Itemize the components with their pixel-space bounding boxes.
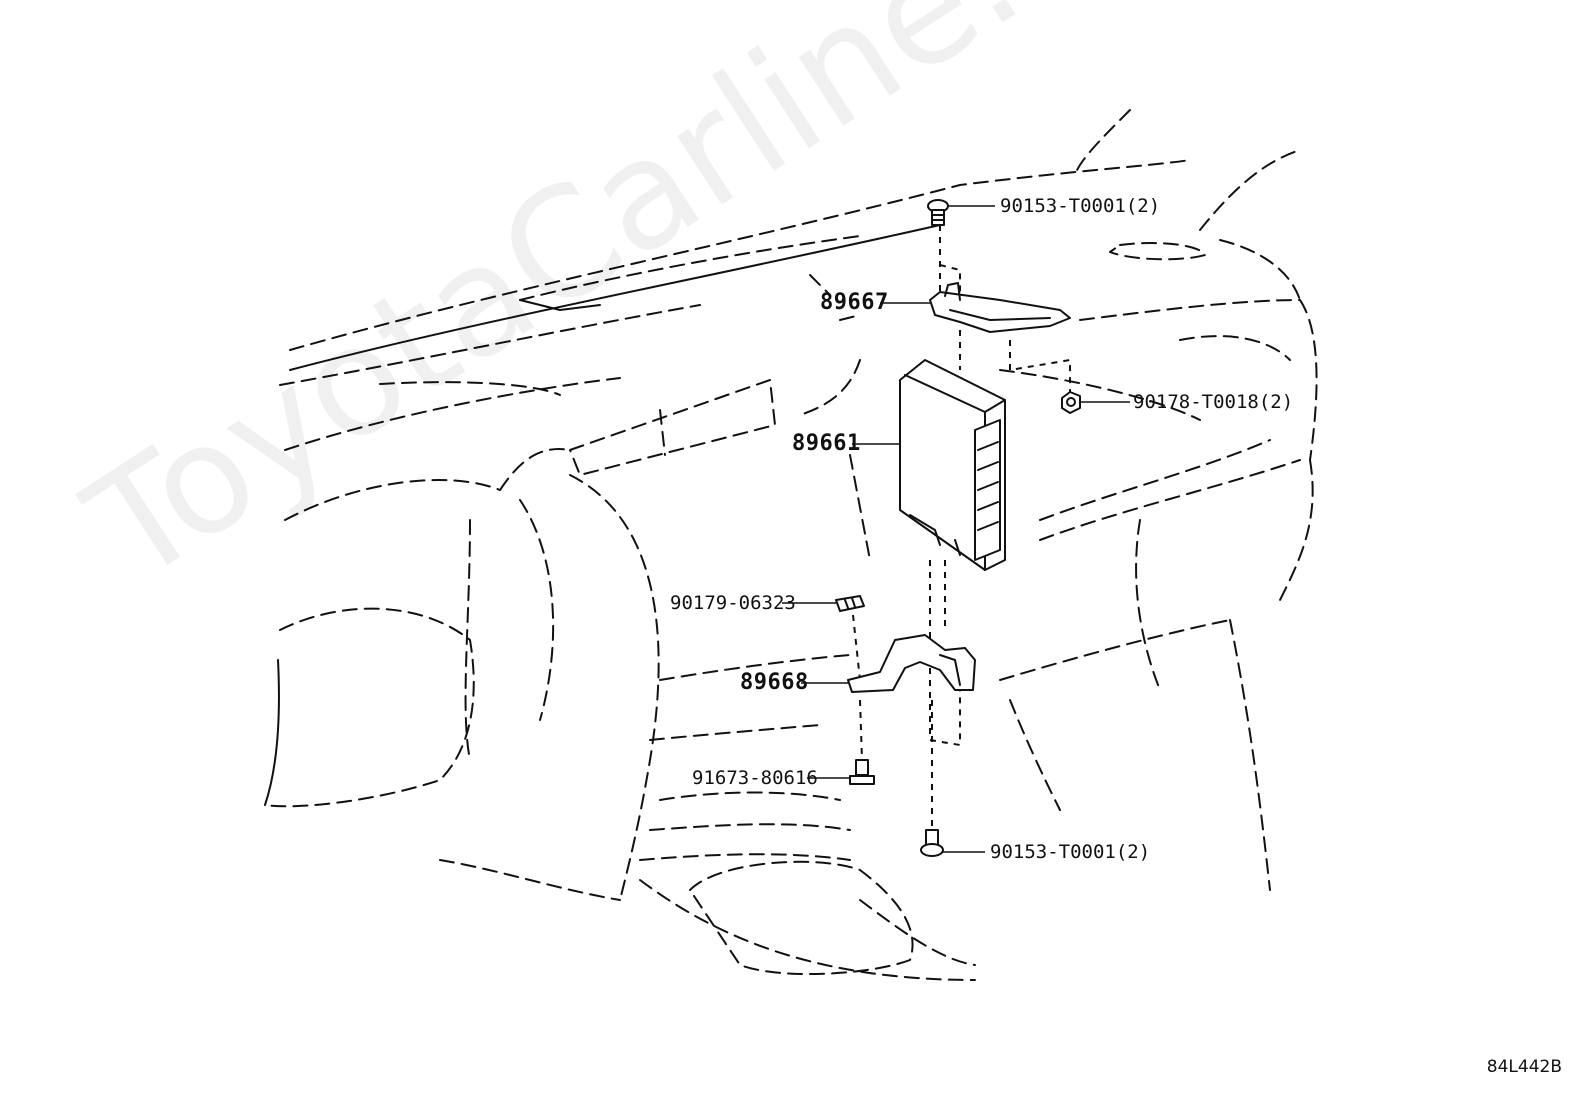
bolt-bottom-part: [920, 829, 944, 857]
bolt-lower-part: [849, 759, 875, 785]
bracket-lower-part: [847, 634, 976, 693]
callout-bolt-bottom: 90153-T0001(2): [990, 841, 1151, 863]
callout-clip: 90179-06323: [670, 592, 796, 614]
nut-part: [1061, 391, 1081, 414]
callout-bracket-lower: 89668: [740, 670, 809, 695]
bracket-upper-part: [929, 282, 1071, 333]
dashboard-outline: [264, 109, 1318, 981]
callout-nut: 90178-T0018(2): [1133, 391, 1294, 413]
computer-part: [899, 359, 1006, 571]
callout-bracket-upper: 89667: [820, 290, 889, 315]
callout-bolt-lower: 91673-80616: [692, 767, 818, 789]
clip-part: [835, 595, 865, 612]
callout-bolt-top: 90153-T0001(2): [1000, 195, 1161, 217]
leader-lines: [782, 205, 1130, 853]
bolt-top-part: [927, 199, 949, 226]
callout-computer: 89661: [792, 431, 861, 456]
diagram-reference-code: 84L442B: [1486, 1057, 1562, 1077]
